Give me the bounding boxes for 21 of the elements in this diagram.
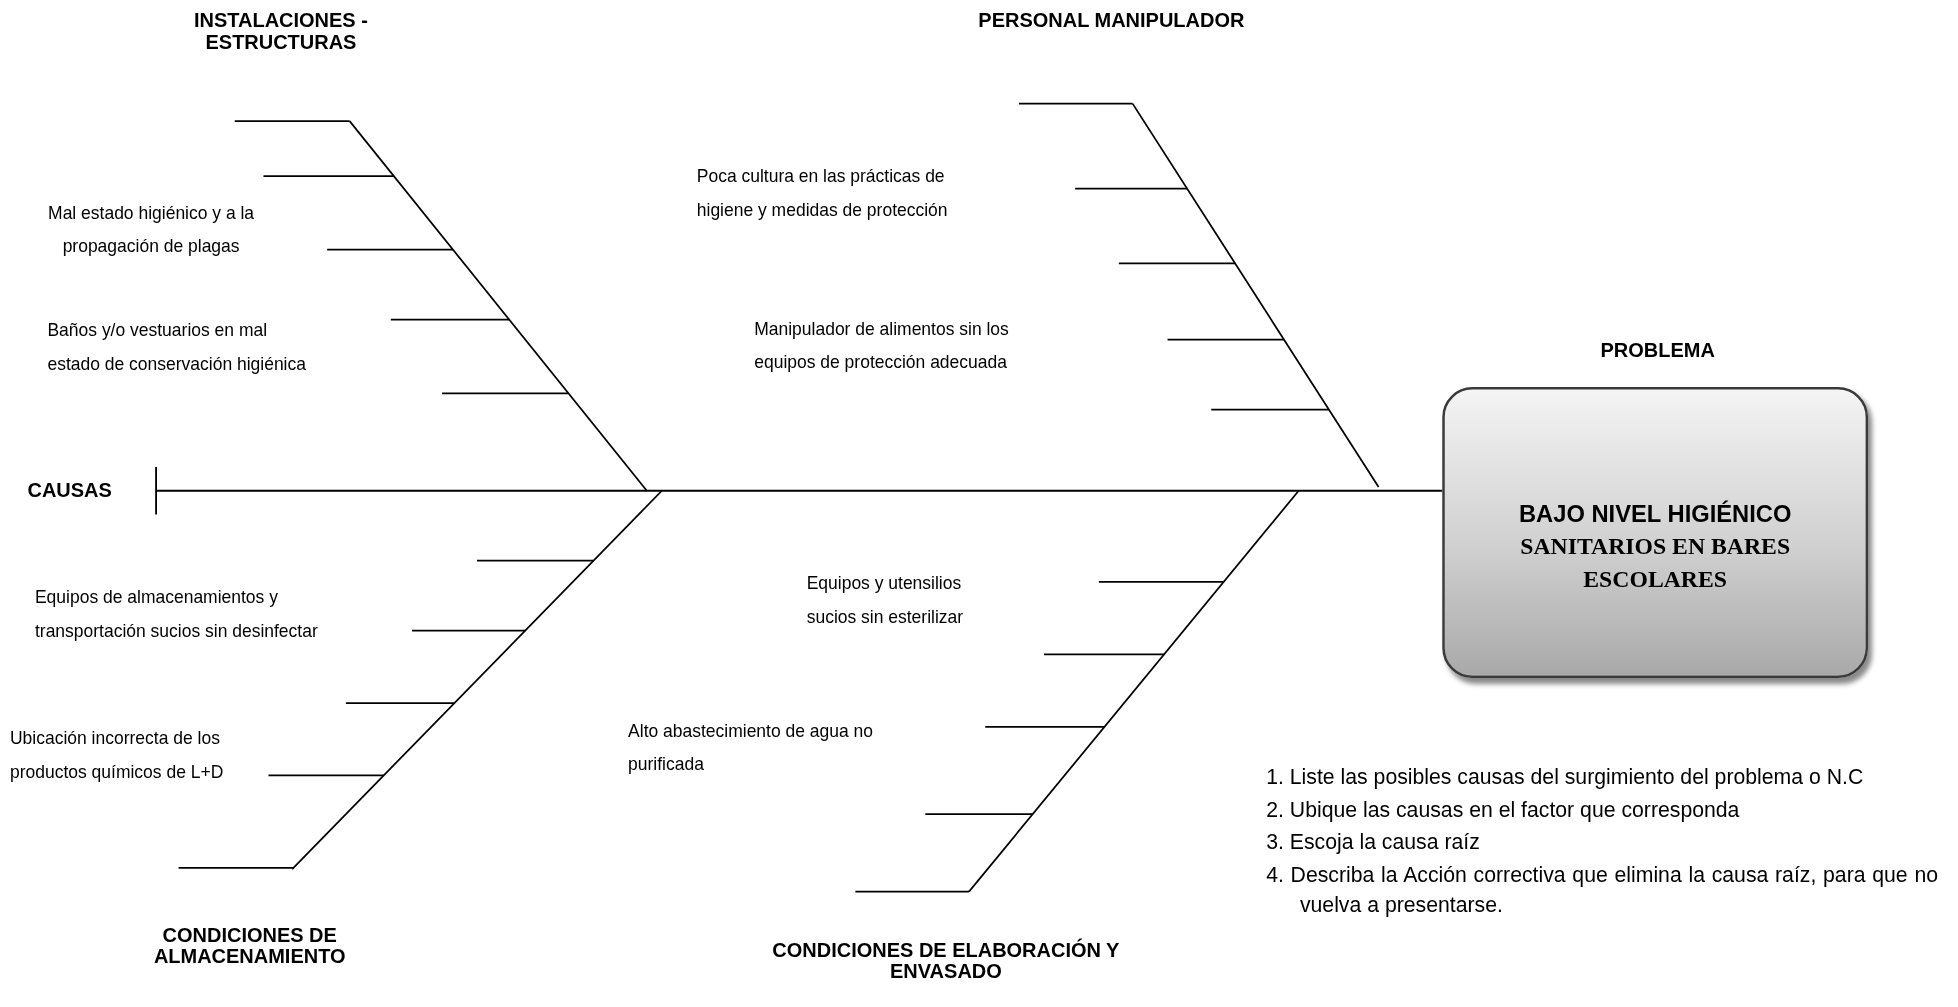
cause-text: Poca cultura en las prácticas de higiene y medidas de protección: [696, 165, 949, 222]
cause-text: Mal estado higiénico y a la propagación de plagas: [47, 201, 256, 258]
problem-statement: BAJO NIVEL HIGIÉNICO: [1518, 499, 1792, 529]
cause-text: Baños y/o vestuarios en mal estado de conservación higiénica: [47, 318, 307, 376]
problem-statement: SANITARIOS EN BARES ESCOLARES: [1519, 531, 1792, 594]
instruction-item: 1. Liste las posibles causas del surgimiento del problema o N.C: [1266, 764, 1865, 792]
instruction-item: 4. Describa la Acción correctiva que elimina la causa raíz, para que no vuelva a presentarse.: [1266, 861, 1938, 919]
instruction-item: 3. Escoja la causa raíz: [1266, 829, 1481, 857]
category-heading: PERSONAL MANIPULADOR: [977, 10, 1246, 32]
spine-line: [155, 466, 1444, 516]
cause-text: Alto abastecimiento de agua no purificada: [628, 719, 875, 777]
category-heading: INSTALACIONES - ESTRUCTURAS: [193, 10, 369, 53]
problem-heading: PROBLEMA: [1599, 339, 1716, 363]
cause-text: Equipos de almacenamientos y transportación sucios sin desinfectar: [34, 585, 319, 643]
instruction-item: 2. Ubique las causas en el factor que corresponda: [1266, 796, 1741, 824]
cause-text: Manipulador de alimentos sin los equipos de protección adecuada: [754, 317, 1010, 375]
cause-text: Equipos y utensilios sucios sin esterilizar: [806, 572, 965, 629]
category-heading: CONDICIONES DE ALMACENAMIENTO: [152, 924, 347, 967]
cause-text: Ubicación incorrecta de los productos químicos de L+D: [10, 727, 225, 784]
causes-label: CAUSAS: [27, 479, 157, 502]
category-heading: CONDICIONES DE ELABORACIÓN Y ENVASADO: [771, 939, 1121, 982]
